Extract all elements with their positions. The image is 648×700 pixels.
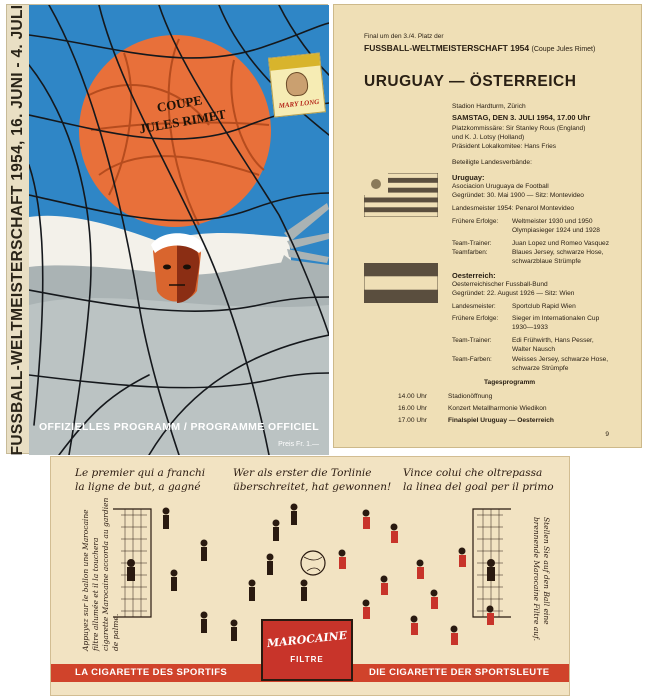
- cover-artwork: COUPE JULES RIMET MARY LONG: [29, 5, 329, 455]
- french-slogan-2: la ligne de but, a gagné: [75, 481, 201, 493]
- program-page-9: Final um den 3./4. Platz der FUSSBALL-WE…: [333, 4, 642, 448]
- goalkeeper-hand-right: [281, 203, 329, 288]
- schedule-time-2: 16.00 Uhr: [398, 405, 427, 412]
- red-players: [336, 509, 494, 655]
- uruguay-flag: [364, 173, 438, 217]
- cover-illustration: [29, 5, 329, 455]
- uruguay-name: Uruguay:: [452, 173, 485, 182]
- austria-colors-2: schwarze Strümpfe: [512, 365, 569, 372]
- right-instructions-line-1: Stellen Sie auf den Ball eine: [542, 517, 551, 625]
- uruguay-coach-label: Team-Trainer:: [452, 240, 492, 247]
- schedule-event-2: Konzert Metallharmonie Wiedikon: [448, 405, 547, 412]
- austria-name: Oesterreich:: [452, 271, 496, 280]
- uruguay-association: Asociacion Uruguaya de Football: [452, 183, 549, 190]
- uruguay-founded: Gegründet: 30. Mai 1900 — Sitz: Montevid…: [452, 192, 584, 199]
- austria-colors-label: Team-Farben:: [452, 356, 492, 363]
- austria-colors-1: Weisses Jersey, schwarze Hose,: [512, 356, 609, 363]
- event-name: FUSSBALL-WELTMEISTERSCHAFT 1954: [364, 43, 530, 53]
- goalkeeper-face: [151, 233, 205, 303]
- uruguay-coach: Juan Lopez und Romeo Vasquez: [512, 240, 610, 247]
- austria-champion-label: Landesmeister:: [452, 303, 496, 310]
- marocaine-logo-name: MAROCAINE: [266, 628, 348, 651]
- commissioners-line-1: Platzkommissäre: Sir Stanley Rous (Engla…: [452, 125, 586, 132]
- uruguay-champion: Landesmeister 1954: Penarol Montevideo: [452, 205, 575, 212]
- italian-slogan-1: Vince colui che oltrepassa: [403, 467, 543, 479]
- marocaine-ad-banner: Le premier qui a franchi la ligne de but…: [50, 456, 570, 696]
- commissioners-line-2: und K. J. Lotsy (Holland): [452, 134, 525, 141]
- austria-association: Oesterreichischer Fussball-Bund: [452, 281, 548, 288]
- match-kicker: Final um den 3./4. Platz der: [364, 33, 444, 40]
- austria-flag: [364, 263, 438, 303]
- goalkeepers: [127, 559, 495, 581]
- austria-success-2: 1930—1933: [512, 324, 548, 331]
- right-instructions: Stellen Sie auf den Ball eine brennende …: [531, 517, 551, 641]
- venue: Stadion Hardturm, Zürich: [452, 103, 526, 110]
- french-slogan-1: Le premier qui a franchi: [75, 467, 206, 479]
- slogan-strip-right: DIE CIGARETTE DER SPORTSLEUTE: [369, 667, 550, 678]
- german-slogan-1: Wer als erster die Torlinie: [233, 467, 372, 479]
- schedule-title: Tagesprogramm: [484, 379, 536, 386]
- local-committee: Präsident Lokalkomitee: Hans Fries: [452, 143, 557, 150]
- uruguay-colors-2: schwarzblaue Strümpfe: [512, 258, 581, 265]
- match-date: SAMSTAG, DEN 3. JULI 1954, 17.00 Uhr: [452, 113, 591, 122]
- cigarette-pack-ad: MARY LONG: [268, 52, 326, 118]
- uruguay-colors-1: Blaues Jersey, schwarze Hose,: [512, 249, 604, 256]
- schedule-event-3: Finalspiel Uruguay — Oesterreich: [448, 417, 554, 424]
- austria-success-label: Frühere Erfolge:: [452, 315, 499, 322]
- austria-coach-1: Edi Frühwirth, Hans Pesser,: [512, 337, 594, 344]
- uruguay-success-2: Olympiasieger 1924 und 1928: [512, 227, 600, 234]
- left-instructions-line-4: de palme.: [111, 613, 121, 651]
- austria-champion: Sportclub Rapid Wien: [512, 303, 576, 310]
- goal-net: [29, 5, 329, 455]
- left-instructions-line-1: Appuyez sur le ballon une Marocaine: [81, 509, 90, 651]
- cigarette-pack-portrait: [284, 70, 310, 98]
- cigarette-pack-top: [269, 53, 321, 71]
- uruguay-success-1: Weltmeister 1930 und 1950: [512, 218, 593, 225]
- left-instructions-line-3: cigarette Marocaine accorda au gardien: [101, 497, 111, 651]
- austria-founded: Gegründet: 22. August 1926 — Sitz: Wien: [452, 290, 575, 297]
- program-cover: FUSSBALL-WELTMEISTERSCHAFT 1954, 16. JUN…: [6, 4, 329, 456]
- goalkeeper-arm-left: [29, 215, 163, 273]
- slogan-strip-left: LA CIGARETTE DES SPORTIFS: [75, 667, 228, 678]
- event-title: FUSSBALL-WELTMEISTERSCHAFT 1954 (Coupe J…: [364, 43, 595, 53]
- cover-spine: FUSSBALL-WELTMEISTERSCHAFT 1954, 16. JUN…: [7, 4, 29, 456]
- goalkeeper-arm-right: [179, 232, 291, 275]
- cigarette-brand: MARY LONG: [278, 97, 320, 110]
- page-number: 9: [605, 431, 609, 438]
- schedule-time-3: 17.00 Uhr: [398, 417, 427, 424]
- marocaine-logo: MAROCAINE FILTRE: [261, 619, 353, 681]
- austria-success-1: Sieger im Internationalen Cup: [512, 315, 600, 322]
- austria-coach-label: Team-Trainer:: [452, 337, 492, 344]
- marocaine-logo-sub: FILTRE: [290, 655, 324, 664]
- schedule-time-1: 14.00 Uhr: [398, 393, 427, 400]
- left-instructions-line-2: filtre allumée et il la touchera: [91, 537, 101, 651]
- federations-heading: Beteiligte Landesverbände:: [452, 159, 532, 166]
- right-instructions-line-2: brennende Marocaine Filtre auf.: [531, 517, 541, 641]
- match-title: URUGUAY — ÖSTERREICH: [364, 73, 577, 90]
- uruguay-success-label: Frühere Erfolge:: [452, 218, 499, 225]
- uruguay-colors-label: Teamfarben:: [452, 249, 488, 256]
- austria-coach-2: Walter Nausch: [512, 346, 555, 353]
- schedule-event-1: Stadionöffnung: [448, 393, 493, 400]
- cover-spine-title: FUSSBALL-WELTMEISTERSCHAFT 1954, 16. JUN…: [9, 4, 26, 456]
- cover-price: Preis Fr. 1.—: [278, 441, 319, 448]
- left-instructions: Appuyez sur le ballon une Marocaine filt…: [81, 498, 122, 651]
- german-slogan-2: überschreitet, hat gewonnen!: [233, 481, 392, 493]
- italian-slogan-2: la linea del goal per il primo: [403, 481, 554, 493]
- centre-ball: [300, 550, 326, 576]
- cover-footer-title: OFFIZIELLES PROGRAMM / PROGRAMME OFFICIE…: [38, 421, 320, 433]
- cover-light-field: [29, 297, 329, 455]
- event-subtitle: (Coupe Jules Rimet): [531, 46, 596, 53]
